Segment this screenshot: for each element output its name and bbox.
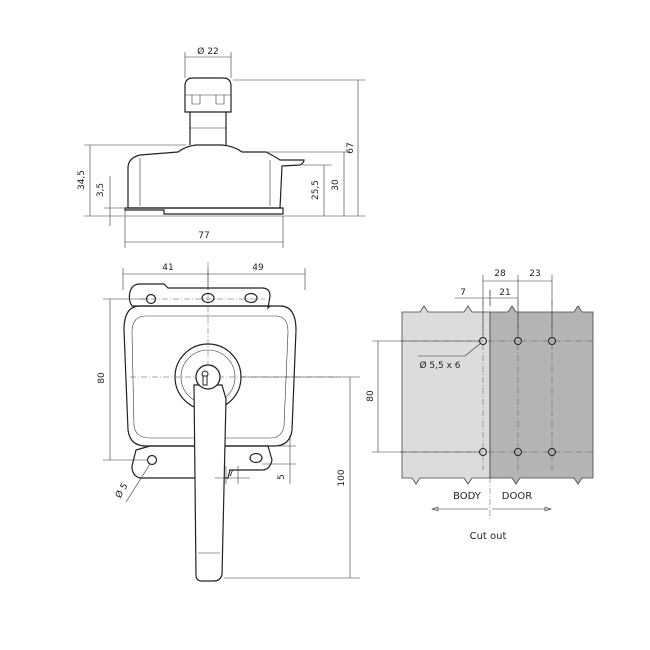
cutout-hole-2 (514, 337, 522, 345)
hole-spec-label: Ø 5,5 x 6 (419, 360, 460, 371)
dim-width-left: 41 (162, 263, 173, 273)
dim-height-holes: 80 (97, 372, 107, 384)
dim-handle-length: 100 (337, 469, 347, 486)
front-view: 41 49 80 Ø 5 7 5 100 (97, 262, 360, 582)
mount-hole-top-mid (201, 292, 215, 304)
cutout-view: 28 23 7 21 80 Ø 5,5 x 6 BODY DOOR Cut ou… (366, 269, 595, 542)
housing-body (127, 144, 305, 209)
dim-cut-28: 28 (494, 269, 506, 279)
dim-width-right: 49 (252, 263, 264, 273)
dim-height-mid: 30 (331, 179, 341, 191)
dim-dia-top: Ø 22 (197, 46, 218, 57)
dim-cut-7: 7 (460, 288, 466, 298)
cutout-hole-5 (514, 448, 522, 456)
body-panel (401, 305, 491, 485)
dim-height-flange: 25,5 (311, 180, 321, 200)
dim-offset-5: 5 (277, 474, 287, 480)
mounting-plate (128, 283, 272, 310)
side-view: Ø 22 67 34,5 3,5 25,5 30 77 (77, 46, 365, 248)
base-plate (124, 207, 284, 215)
knob-top (184, 77, 232, 113)
dim-width-base: 77 (198, 231, 209, 241)
dim-cut-80: 80 (366, 390, 376, 402)
handle-lever[interactable] (193, 384, 227, 582)
mount-hole-top-right (244, 292, 258, 304)
handle-pivot (195, 364, 221, 390)
door-label: DOOR (502, 491, 532, 502)
door-panel (489, 305, 594, 485)
cutout-hole-3 (548, 337, 556, 345)
cutout-hole-6 (548, 448, 556, 456)
dim-offset-small: 7 (228, 469, 234, 479)
dim-height-base: 3,5 (96, 183, 106, 197)
mount-hole-bottom-left (146, 454, 158, 466)
cutout-caption: Cut out (470, 531, 507, 542)
dim-cut-23: 23 (529, 269, 540, 279)
mount-hole-bottom-right (249, 452, 263, 464)
dim-height-body: 34,5 (77, 170, 87, 190)
dim-cut-21: 21 (499, 288, 510, 298)
dim-height-total: 67 (346, 142, 356, 153)
body-label: BODY (453, 491, 482, 502)
dim-hole-dia: Ø 5 (113, 481, 130, 500)
